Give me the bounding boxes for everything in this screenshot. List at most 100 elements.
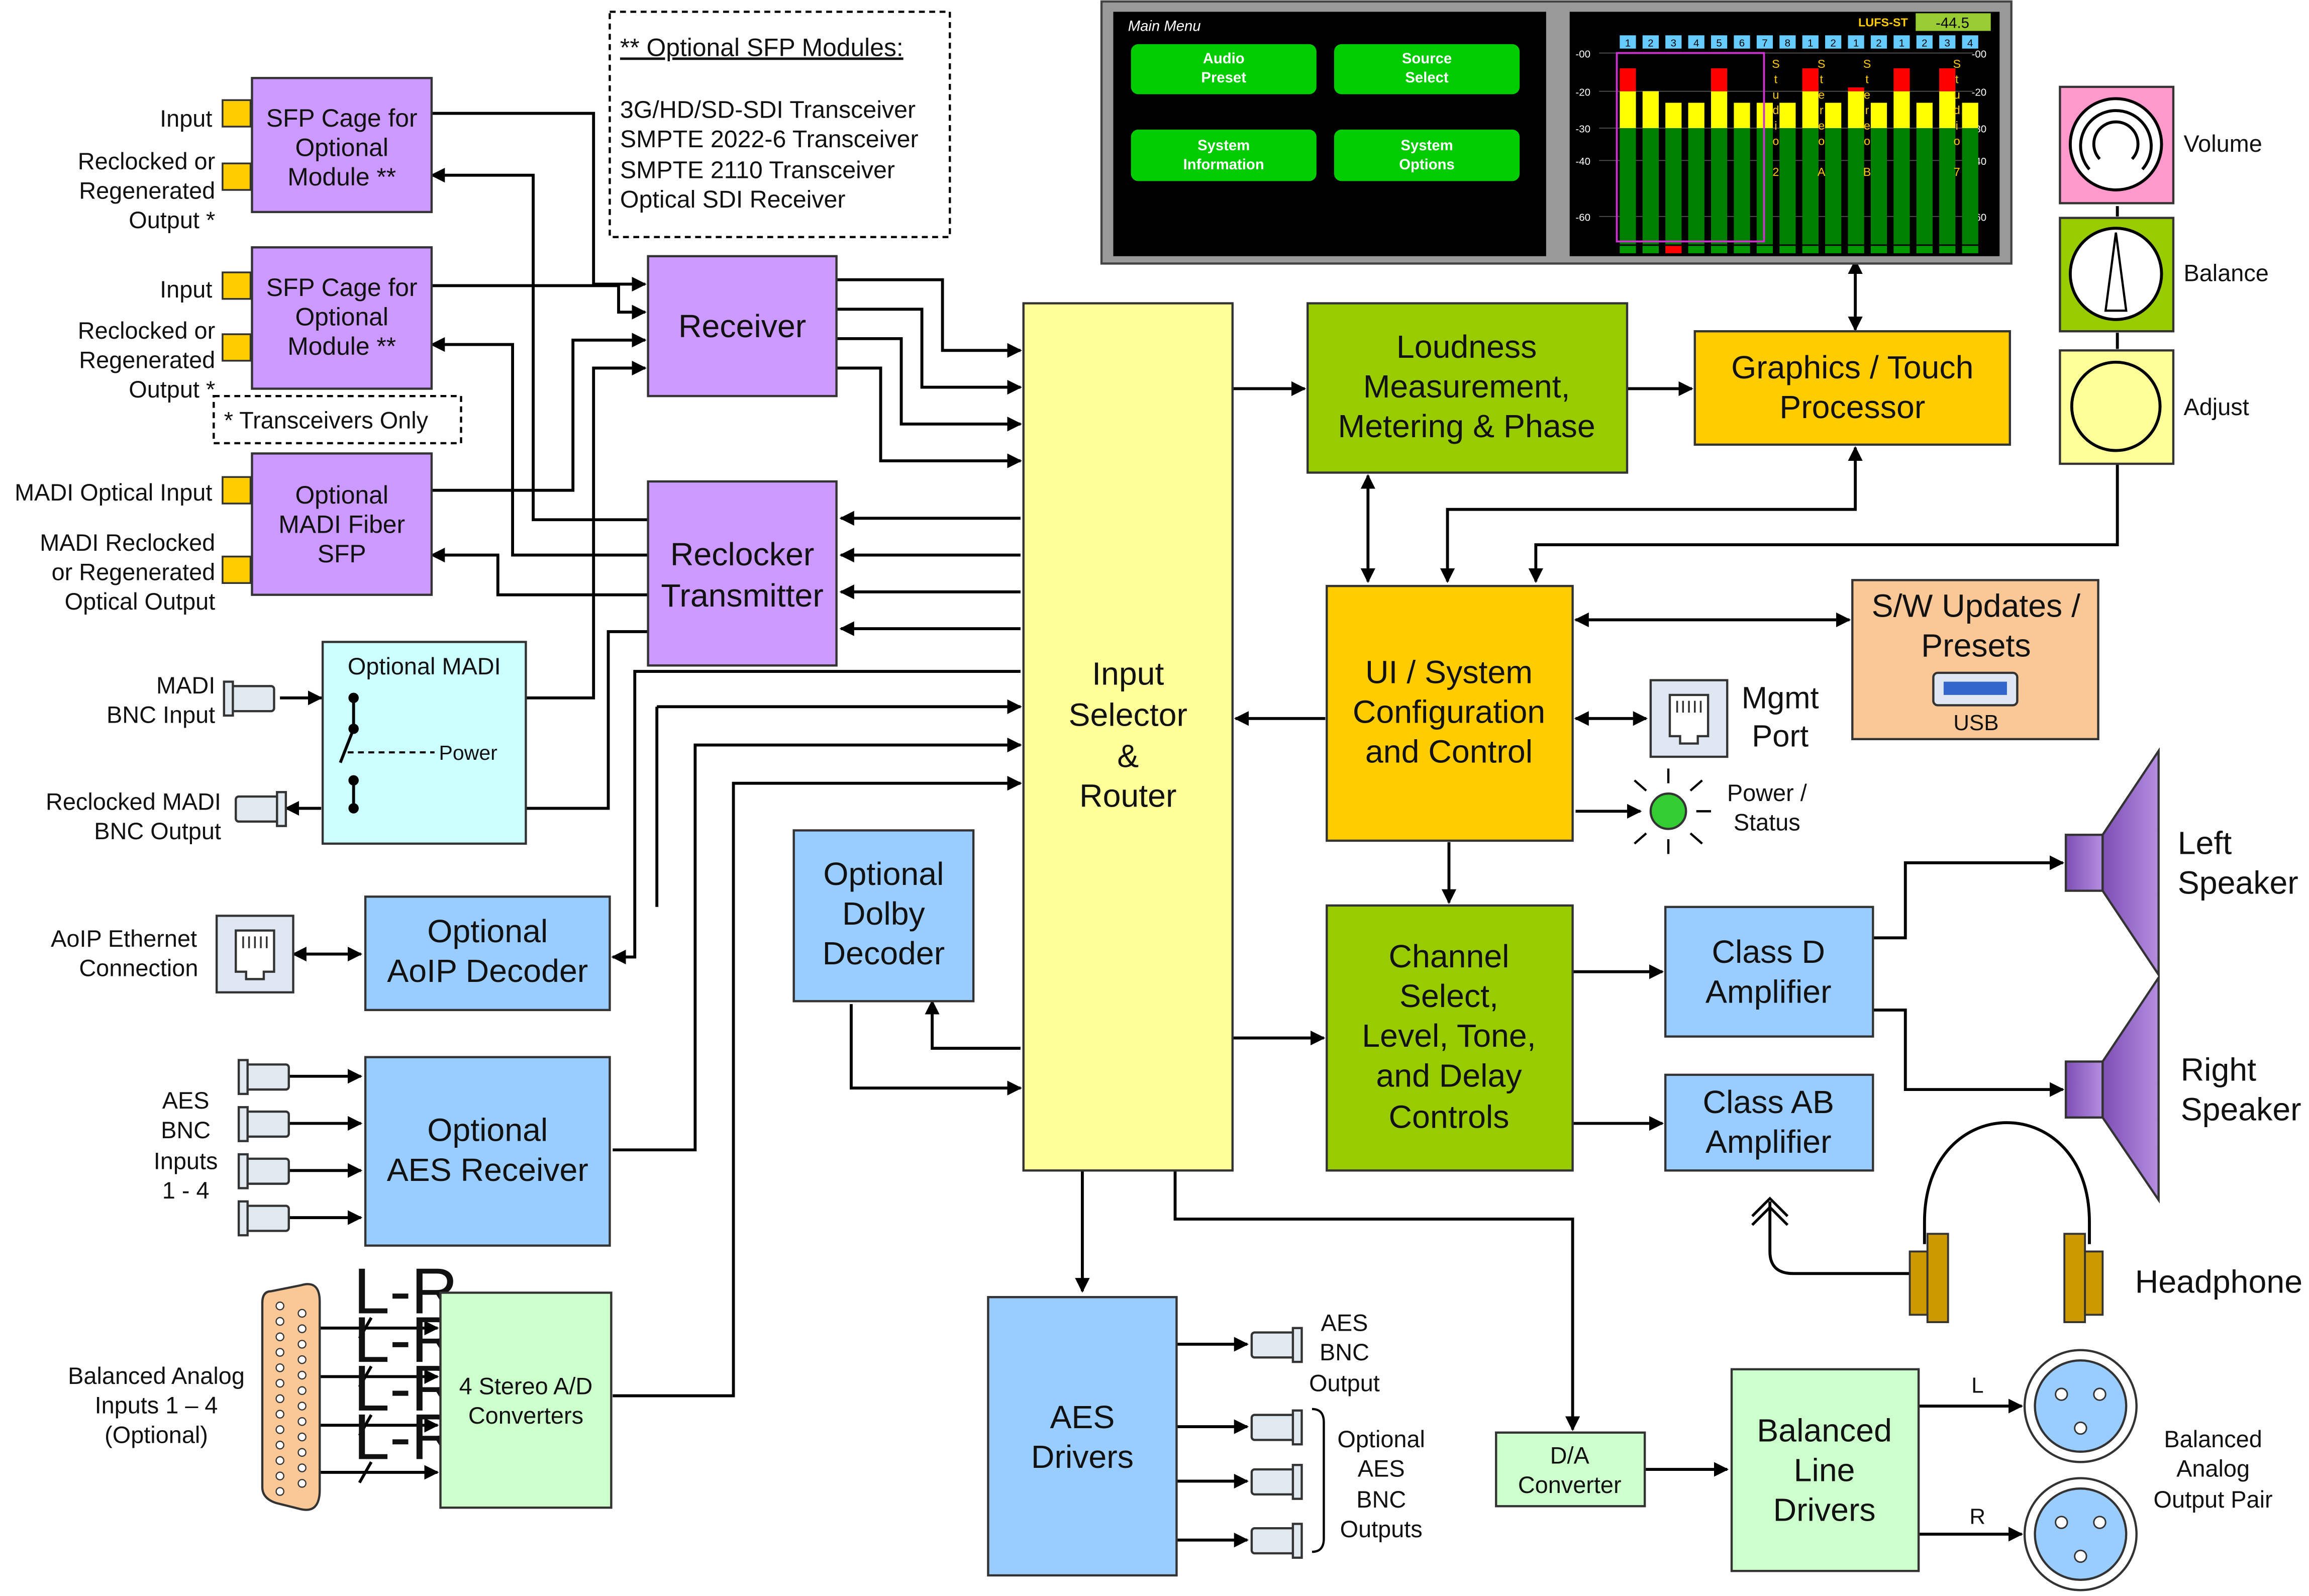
aoip-ethernet-port-icon[interactable] — [215, 915, 294, 993]
meter-scale-right-tick: -00 — [1972, 48, 1987, 60]
loudness-label: Measurement, — [1363, 368, 1570, 405]
meter-channel-tab — [1665, 35, 1682, 49]
aes-bnc-input-connector-icon[interactable] — [237, 1106, 290, 1142]
mgmt-port: Mgmt Port — [1649, 679, 1819, 758]
meter-channel-tab — [1825, 35, 1842, 49]
meter-channel-tab-label: 4 — [1967, 37, 1973, 49]
db25-pin — [297, 1402, 307, 1411]
sfp1-line: Module ** — [287, 163, 396, 191]
xlr-right-connector-icon[interactable] — [2023, 1477, 2138, 1591]
aoip-connection-label: Connection — [79, 955, 198, 981]
meter-bar-green — [1779, 128, 1796, 245]
aes-bnc-output-connector-icon[interactable] — [1250, 1409, 1303, 1446]
madi-optical-input-port-icon[interactable] — [222, 476, 252, 505]
usb-port-icon[interactable] — [1932, 671, 2019, 707]
aes-bnc-output-connector-icon[interactable] — [1250, 1464, 1303, 1500]
meter-vertical-label-char: S — [1818, 57, 1826, 70]
optional-madi-title: Optional MADI — [348, 653, 501, 679]
meter-bar-yellow — [1642, 91, 1659, 128]
ui-system-config-block: UI / System Configuration and Control — [1326, 584, 1574, 842]
meter-bar-red — [1802, 68, 1819, 91]
meter-vertical-label-char: e — [1818, 119, 1825, 132]
meter-vertical-label-char: S — [1772, 57, 1780, 70]
class-d-amplifier-block: Class D Amplifier — [1664, 906, 1874, 1038]
da-converter-label: D/A — [1550, 1442, 1590, 1468]
router-label: Router — [1079, 778, 1176, 814]
menu-button-label: Information — [1183, 156, 1264, 173]
db25-pin — [275, 1471, 284, 1481]
right-speaker-label: Right — [2181, 1052, 2257, 1088]
menu-button-label: Preset — [1201, 69, 1246, 86]
sfp1-input-label: Input — [160, 106, 212, 132]
aes-bnc-inputs-label: 1 - 4 — [162, 1177, 210, 1204]
meter-vertical-label-char: e — [1864, 88, 1870, 101]
input-selector-router-block: Input Selector & Router — [1022, 302, 1234, 1172]
meter-bar-yellow — [1848, 91, 1864, 128]
db25-pin — [275, 1302, 284, 1311]
headphone-label: Headphone — [2135, 1263, 2302, 1300]
optional-aes-outputs-label: Optional — [1337, 1426, 1425, 1452]
sfp1-output-port-icon[interactable] — [222, 162, 252, 191]
ethernet-port-icon[interactable] — [1649, 679, 1729, 758]
db25-connector-icon[interactable] — [261, 1283, 321, 1511]
meter-channel-tab-label: 1 — [1853, 37, 1859, 49]
aes-drivers-label: AES — [1050, 1399, 1115, 1435]
meter-vertical-label-char: t — [1820, 73, 1823, 86]
meter-channel-tab — [1688, 35, 1704, 49]
dolby-decoder: Optional Dolby Decoder — [792, 829, 975, 1003]
sfp1-input-port-icon[interactable] — [222, 99, 252, 128]
meter-channel-tab-label: 5 — [1716, 37, 1722, 49]
meter-bar-foot — [1939, 246, 1956, 253]
dolby-label: Optional — [823, 856, 944, 892]
meter-bar-red — [1620, 68, 1636, 91]
analog-inputs-label: Inputs 1 – 4 — [95, 1392, 218, 1419]
meter-bar-green — [1620, 128, 1636, 245]
db25-pin — [275, 1487, 284, 1496]
db25-pin — [297, 1340, 307, 1349]
loudness-label: Metering & Phase — [1338, 408, 1595, 444]
aes-bnc-output-label: Output — [1309, 1370, 1380, 1396]
router-label: Selector — [1069, 696, 1187, 733]
analog-output-pair-label: Balanced — [2164, 1426, 2262, 1452]
channel-select-label: Channel — [1388, 938, 1509, 974]
aes-bnc-output-connector-icon[interactable] — [1250, 1523, 1303, 1559]
meter-channel-tab — [1734, 35, 1750, 49]
menu-button-system-options[interactable]: System Options — [1334, 129, 1520, 181]
sfp2-input-port-icon[interactable] — [222, 271, 252, 300]
aes-bnc-input-connector-icon[interactable] — [237, 1059, 290, 1095]
db25-pin — [275, 1348, 284, 1357]
main-menu-title: Main Menu — [1128, 18, 1201, 35]
meter-bar-foot — [1756, 246, 1773, 253]
meter-vertical-label-char: d — [1954, 104, 1960, 117]
meter-channel-tab — [1802, 35, 1819, 49]
madi-bnc-input-connector-icon[interactable] — [223, 680, 275, 717]
aes-bnc-input-connector-icon[interactable] — [237, 1153, 290, 1189]
sfp2-output-port-icon[interactable] — [222, 333, 252, 362]
balance-knob-icon[interactable] — [2059, 217, 2175, 333]
sfp-note-item: SMPTE 2022-6 Transceiver — [620, 126, 919, 153]
adjust-knob-icon[interactable] — [2059, 349, 2175, 465]
sfp2-line: Module ** — [287, 332, 396, 360]
da-converter-block: D/A Converter — [1495, 1431, 1646, 1508]
balanced-line-label: Balanced — [1757, 1412, 1892, 1448]
madi-bnc-output-connector-icon[interactable] — [235, 791, 287, 827]
menu-button-audio-preset[interactable]: Audio Preset — [1131, 44, 1317, 94]
sw-updates-label: S/W Updates / — [1872, 588, 2081, 624]
aes-bnc-output-connector-icon[interactable] — [1250, 1327, 1303, 1363]
adjust-label: Adjust — [2183, 394, 2249, 420]
loudness-metering-block: Loudness Measurement, Metering & Phase — [1307, 302, 1629, 474]
aes-bnc-inputs-label: Inputs — [154, 1148, 218, 1174]
db25-pin — [297, 1386, 307, 1395]
sw-updates-label: Presets — [1921, 628, 2031, 664]
madi-optical-output-port-icon[interactable] — [222, 555, 252, 584]
ui-system-label: UI / System — [1365, 654, 1533, 690]
meter-vertical-label-char: 7 — [1954, 165, 1960, 178]
menu-button-source-select[interactable]: Source Select — [1334, 44, 1520, 94]
menu-button-system-information[interactable]: System Information — [1131, 129, 1317, 181]
volume-knob-icon[interactable] — [2059, 85, 2175, 205]
meter-bar-green — [1939, 128, 1956, 245]
xlr-left-connector-icon[interactable] — [2023, 1349, 2138, 1463]
aes-bnc-input-connector-icon[interactable] — [237, 1200, 290, 1237]
meter-channel-tab — [1848, 35, 1864, 49]
